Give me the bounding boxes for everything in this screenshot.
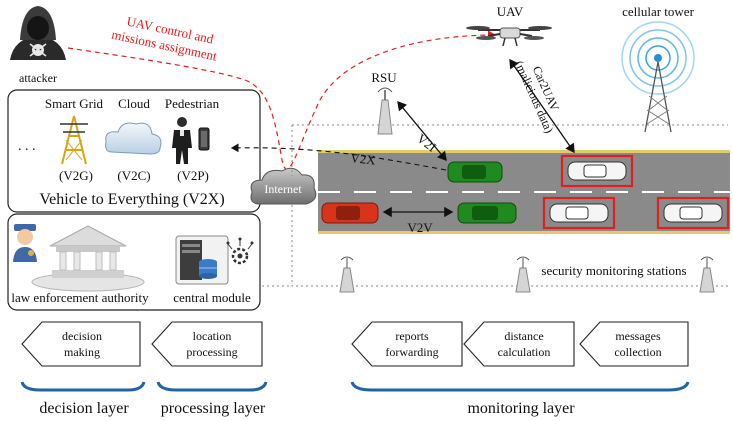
step-2-line2: processing <box>186 345 237 359</box>
uav-drone-icon <box>466 26 552 47</box>
car-red <box>321 202 379 224</box>
step-1-line2: making <box>64 345 100 359</box>
processing-layer-label: processing layer <box>161 400 266 417</box>
decision-layer-brace <box>20 381 146 392</box>
central-module-label: central module <box>173 290 251 305</box>
smart-grid-label: Smart Grid <box>45 96 104 111</box>
internet-cloud-icon <box>250 167 317 205</box>
uav-label: UAV <box>497 4 524 19</box>
step-2-line1: location <box>193 329 232 343</box>
attack-label: UAV control and missions assignment <box>110 13 218 63</box>
v2g-label: (V2G) <box>59 168 93 183</box>
monitoring-layer-label: monitoring layer <box>467 400 575 417</box>
step-3-line1: reports <box>395 329 429 343</box>
v2i-arrow <box>397 100 447 162</box>
cellular-tower-icon <box>621 21 695 133</box>
cloud-icon <box>105 122 162 155</box>
gear-network-icon <box>226 237 254 265</box>
step-distance-calculation: distance calculation <box>463 321 575 367</box>
stations-label: security monitoring stations <box>541 263 686 278</box>
step-4-line2: calculation <box>498 345 551 359</box>
police-officer-icon <box>13 224 37 262</box>
government-building-icon <box>31 225 145 292</box>
v2v-label: V2V <box>407 220 433 235</box>
step-location-processing: location processing <box>151 321 263 367</box>
pedestrian-icon <box>172 117 210 164</box>
step-messages-collection: messages collection <box>579 321 689 367</box>
v2c-label: (V2C) <box>117 168 150 183</box>
monitoring-layer-brace <box>350 381 690 392</box>
monitoring-station-1-icon <box>339 256 355 293</box>
decision-layer-label: decision layer <box>39 400 129 417</box>
v2x-dashed-arrow <box>230 143 447 171</box>
step-5-line1: messages <box>615 329 661 343</box>
car2uav-arrow <box>509 58 575 154</box>
region-bottom-dotted <box>291 205 728 287</box>
step-3-line2: forwarding <box>385 345 438 359</box>
pedestrian-label: Pedestrian <box>165 96 220 111</box>
car-green-upper <box>447 161 503 183</box>
rsu-label: RSU <box>371 70 397 85</box>
server-database-icon <box>175 235 229 285</box>
v2x-label: V2X <box>350 150 377 168</box>
v2x-title: Vehicle to Everything (V2X) <box>39 191 224 208</box>
internet-label: Internet <box>264 182 302 196</box>
v2x-ellipsis: . . . <box>18 139 36 154</box>
attacker-label: attacker <box>19 71 57 85</box>
car-green-lower <box>457 202 517 224</box>
suspicious-car-3 <box>656 196 730 230</box>
step-5-line2: collection <box>614 345 661 359</box>
monitoring-station-3-icon <box>699 256 715 293</box>
tower-label: cellular tower <box>622 4 694 19</box>
power-pylon-icon <box>60 115 88 165</box>
attacker-icon <box>10 6 66 60</box>
processing-layer-brace <box>156 381 268 392</box>
suspicious-car-2 <box>542 196 616 230</box>
car2uav-label: Car2UAV (malicious data) <box>512 59 562 136</box>
monitoring-station-2-icon <box>515 256 531 293</box>
step-reports-forwarding: reports forwarding <box>351 321 463 367</box>
step-4-line1: distance <box>504 329 543 343</box>
attack-path-line <box>67 30 497 170</box>
rsu-antenna-icon <box>377 87 393 135</box>
step-1-line1: decision <box>62 329 102 343</box>
step-decision-making: decision making <box>21 321 141 367</box>
suspicious-car-1 <box>560 154 634 188</box>
v2p-label: (V2P) <box>177 168 209 183</box>
law-enforcement-label: law enforcement authority <box>11 290 149 305</box>
cloud-label: Cloud <box>118 96 150 111</box>
